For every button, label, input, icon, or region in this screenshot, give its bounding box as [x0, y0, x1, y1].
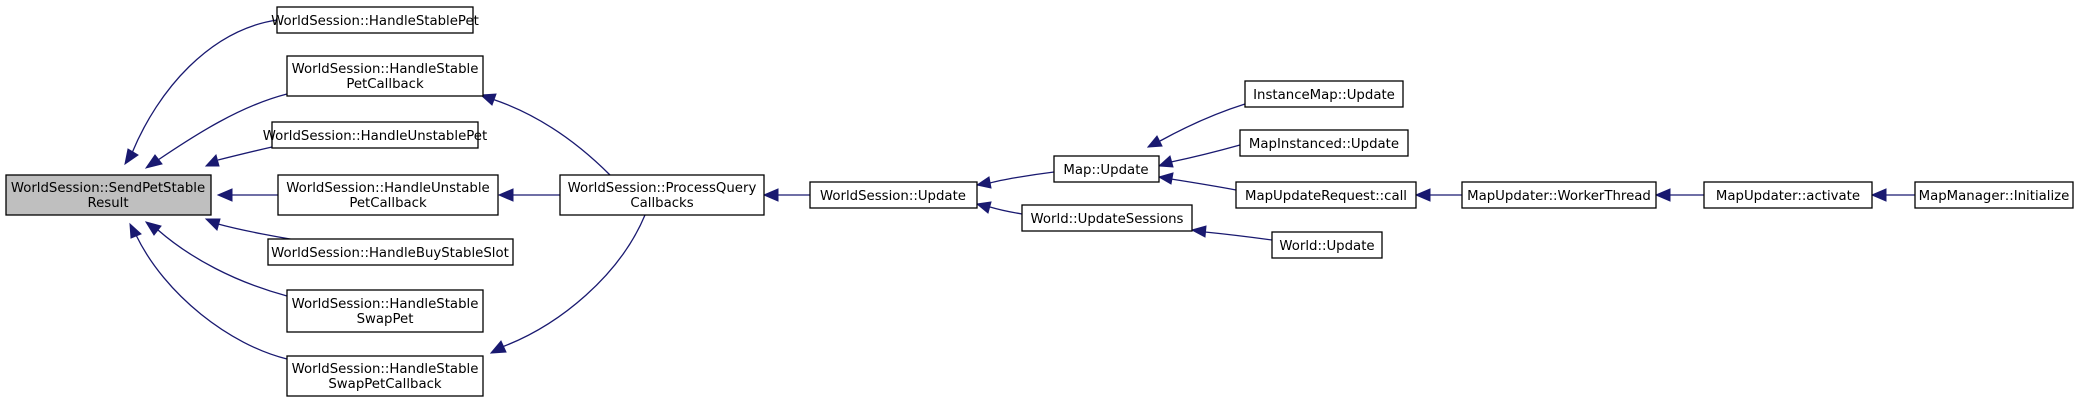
- node-label-line2: PetCallback: [346, 77, 424, 92]
- edge-processquerycallbacks-to-handlestableswappetcallback: [501, 214, 646, 348]
- edge-arrowhead: [975, 176, 992, 189]
- edge-mapupdaterequestcall-to-mapupdate: [1170, 178, 1237, 191]
- node-label-line1: WorldSession::HandleUnstable: [286, 181, 489, 196]
- node-label-line2: Result: [87, 196, 128, 211]
- node-box: [1235, 181, 1417, 209]
- node-handle-unstable-pet[interactable]: WorldSession::HandleUnstablePet: [263, 121, 487, 149]
- node-label-line1: WorldSession::HandleStable: [292, 297, 479, 312]
- node-box: [286, 55, 484, 97]
- node-label-line1: World::UpdateSessions: [1031, 212, 1184, 227]
- node-box: [286, 289, 484, 333]
- edge-arrowhead: [216, 188, 233, 202]
- node-label-line1: WorldSession::SendPetStable: [11, 181, 205, 196]
- edge-arrowhead: [204, 153, 220, 167]
- node-label-line1: MapManager::Initialize: [1919, 189, 2070, 204]
- node-world-update-sessions[interactable]: World::UpdateSessions: [1021, 204, 1193, 232]
- edge-arrowhead: [124, 148, 139, 166]
- edge-arrowhead: [1146, 135, 1163, 148]
- node-label-line2: PetCallback: [349, 196, 427, 211]
- node-handle-stable-swap-pet[interactable]: WorldSession::HandleStable SwapPet: [286, 289, 484, 333]
- node-box: [271, 121, 479, 149]
- node-box: [5, 174, 212, 216]
- edge-arrowhead: [497, 188, 514, 202]
- edge-arrowhead: [1870, 188, 1887, 202]
- node-label-line2: SwapPetCallback: [328, 377, 442, 392]
- node-label-line1: MapUpdater::activate: [1716, 189, 1860, 204]
- node-handle-stable-swap-pet-callback[interactable]: WorldSession::HandleStable SwapPetCallba…: [286, 355, 484, 397]
- node-box: [559, 174, 765, 216]
- node-box: [1021, 204, 1193, 232]
- node-label-line1: WorldSession::HandleBuyStableSlot: [271, 246, 509, 261]
- node-handle-buy-stable-slot[interactable]: WorldSession::HandleBuyStableSlot: [267, 238, 514, 266]
- node-box: [1053, 155, 1160, 183]
- node-box: [809, 181, 978, 209]
- edge-arrowhead: [975, 201, 992, 214]
- edge-arrowhead: [479, 93, 497, 106]
- node-label-line1: MapUpdater::WorkerThread: [1467, 189, 1651, 204]
- node-label-line1: WorldSession::Update: [820, 189, 966, 204]
- edge-handleunstablepet-to-sendpetstableresult: [217, 146, 273, 161]
- edge-arrowhead: [1414, 188, 1431, 202]
- node-box: [1239, 129, 1409, 157]
- node-world-session-update[interactable]: WorldSession::Update: [809, 181, 978, 209]
- node-map-instanced-update[interactable]: MapInstanced::Update: [1239, 129, 1409, 157]
- node-box: [1914, 181, 2074, 209]
- node-map-update[interactable]: Map::Update: [1053, 155, 1160, 183]
- node-box: [1271, 231, 1383, 259]
- node-label-line1: WorldSession::HandleStable: [292, 62, 479, 77]
- node-label-line2: Callbacks: [630, 196, 693, 211]
- node-world-update[interactable]: World::Update: [1271, 231, 1383, 259]
- edge-arrowhead: [1157, 172, 1174, 185]
- edge-arrowhead: [129, 222, 142, 239]
- node-label-line1: WorldSession::ProcessQuery: [568, 181, 757, 196]
- node-label-line1: MapInstanced::Update: [1249, 137, 1399, 152]
- node-box: [276, 6, 474, 34]
- node-process-query-callbacks[interactable]: WorldSession::ProcessQuery Callbacks: [559, 174, 765, 216]
- edge-arrowhead: [144, 221, 162, 236]
- edge-processquerycallbacks-to-handlestablepetcallback: [491, 98, 611, 176]
- node-map-updater-activate[interactable]: MapUpdater::activate: [1703, 181, 1873, 209]
- edge-worldupdate-to-worldupdatesessions: [1204, 231, 1273, 241]
- node-box: [1461, 181, 1657, 209]
- edge-arrowhead: [762, 188, 779, 202]
- edge-arrowhead: [489, 340, 507, 354]
- edge-arrowhead: [1654, 188, 1671, 202]
- node-send-pet-stable-result[interactable]: WorldSession::SendPetStable Result: [5, 174, 212, 216]
- node-handle-stable-pet-callback[interactable]: WorldSession::HandleStable PetCallback: [286, 55, 484, 97]
- node-label-line1: WorldSession::HandleUnstablePet: [263, 129, 487, 144]
- edge-handlestableswappet-to-sendpetstableresult: [157, 229, 288, 297]
- node-instance-map-update[interactable]: InstanceMap::Update: [1244, 80, 1404, 108]
- edge-instancemapupdate-to-mapupdate: [1159, 103, 1246, 142]
- edge-handlestablepetcallback-to-sendpetstableresult: [157, 93, 288, 161]
- node-map-updater-worker-thread[interactable]: MapUpdater::WorkerThread: [1461, 181, 1657, 209]
- edge-arrowhead: [1157, 155, 1174, 168]
- node-handle-stable-pet[interactable]: WorldSession::HandleStablePet: [271, 6, 479, 34]
- node-label-line1: Map::Update: [1063, 163, 1148, 178]
- edge-handlestableswappetcallback-to-sendpetstableresult: [135, 234, 288, 360]
- node-box: [286, 355, 484, 397]
- edge-mapupdate-to-worldsessionupdate: [989, 171, 1055, 184]
- node-box: [277, 174, 499, 216]
- node-map-update-request-call[interactable]: MapUpdateRequest::call: [1235, 181, 1417, 209]
- node-label-line1: World::Update: [1279, 239, 1374, 254]
- node-box: [267, 238, 514, 266]
- edge-arrowhead: [204, 218, 221, 231]
- edge-worldupdatesessions-to-worldsessionupdate: [989, 206, 1023, 215]
- node-label-line1: WorldSession::HandleStable: [292, 362, 479, 377]
- node-label-line1: InstanceMap::Update: [1253, 88, 1395, 103]
- edge-arrowhead: [144, 154, 163, 169]
- edge-arrowhead: [1190, 225, 1207, 238]
- node-handle-unstable-pet-callback[interactable]: WorldSession::HandleUnstable PetCallback: [277, 174, 499, 216]
- node-map-manager-initialize[interactable]: MapManager::Initialize: [1914, 181, 2074, 209]
- node-label-line2: SwapPet: [357, 312, 414, 327]
- edge-mapinstancedupdate-to-mapupdate: [1170, 144, 1241, 163]
- edge-handlestablepet-to-sendpetstableresult: [131, 19, 278, 154]
- node-box: [1703, 181, 1873, 209]
- node-label-line1: WorldSession::HandleStablePet: [271, 14, 479, 29]
- node-label-line1: MapUpdateRequest::call: [1245, 189, 1407, 204]
- node-box: [1244, 80, 1404, 108]
